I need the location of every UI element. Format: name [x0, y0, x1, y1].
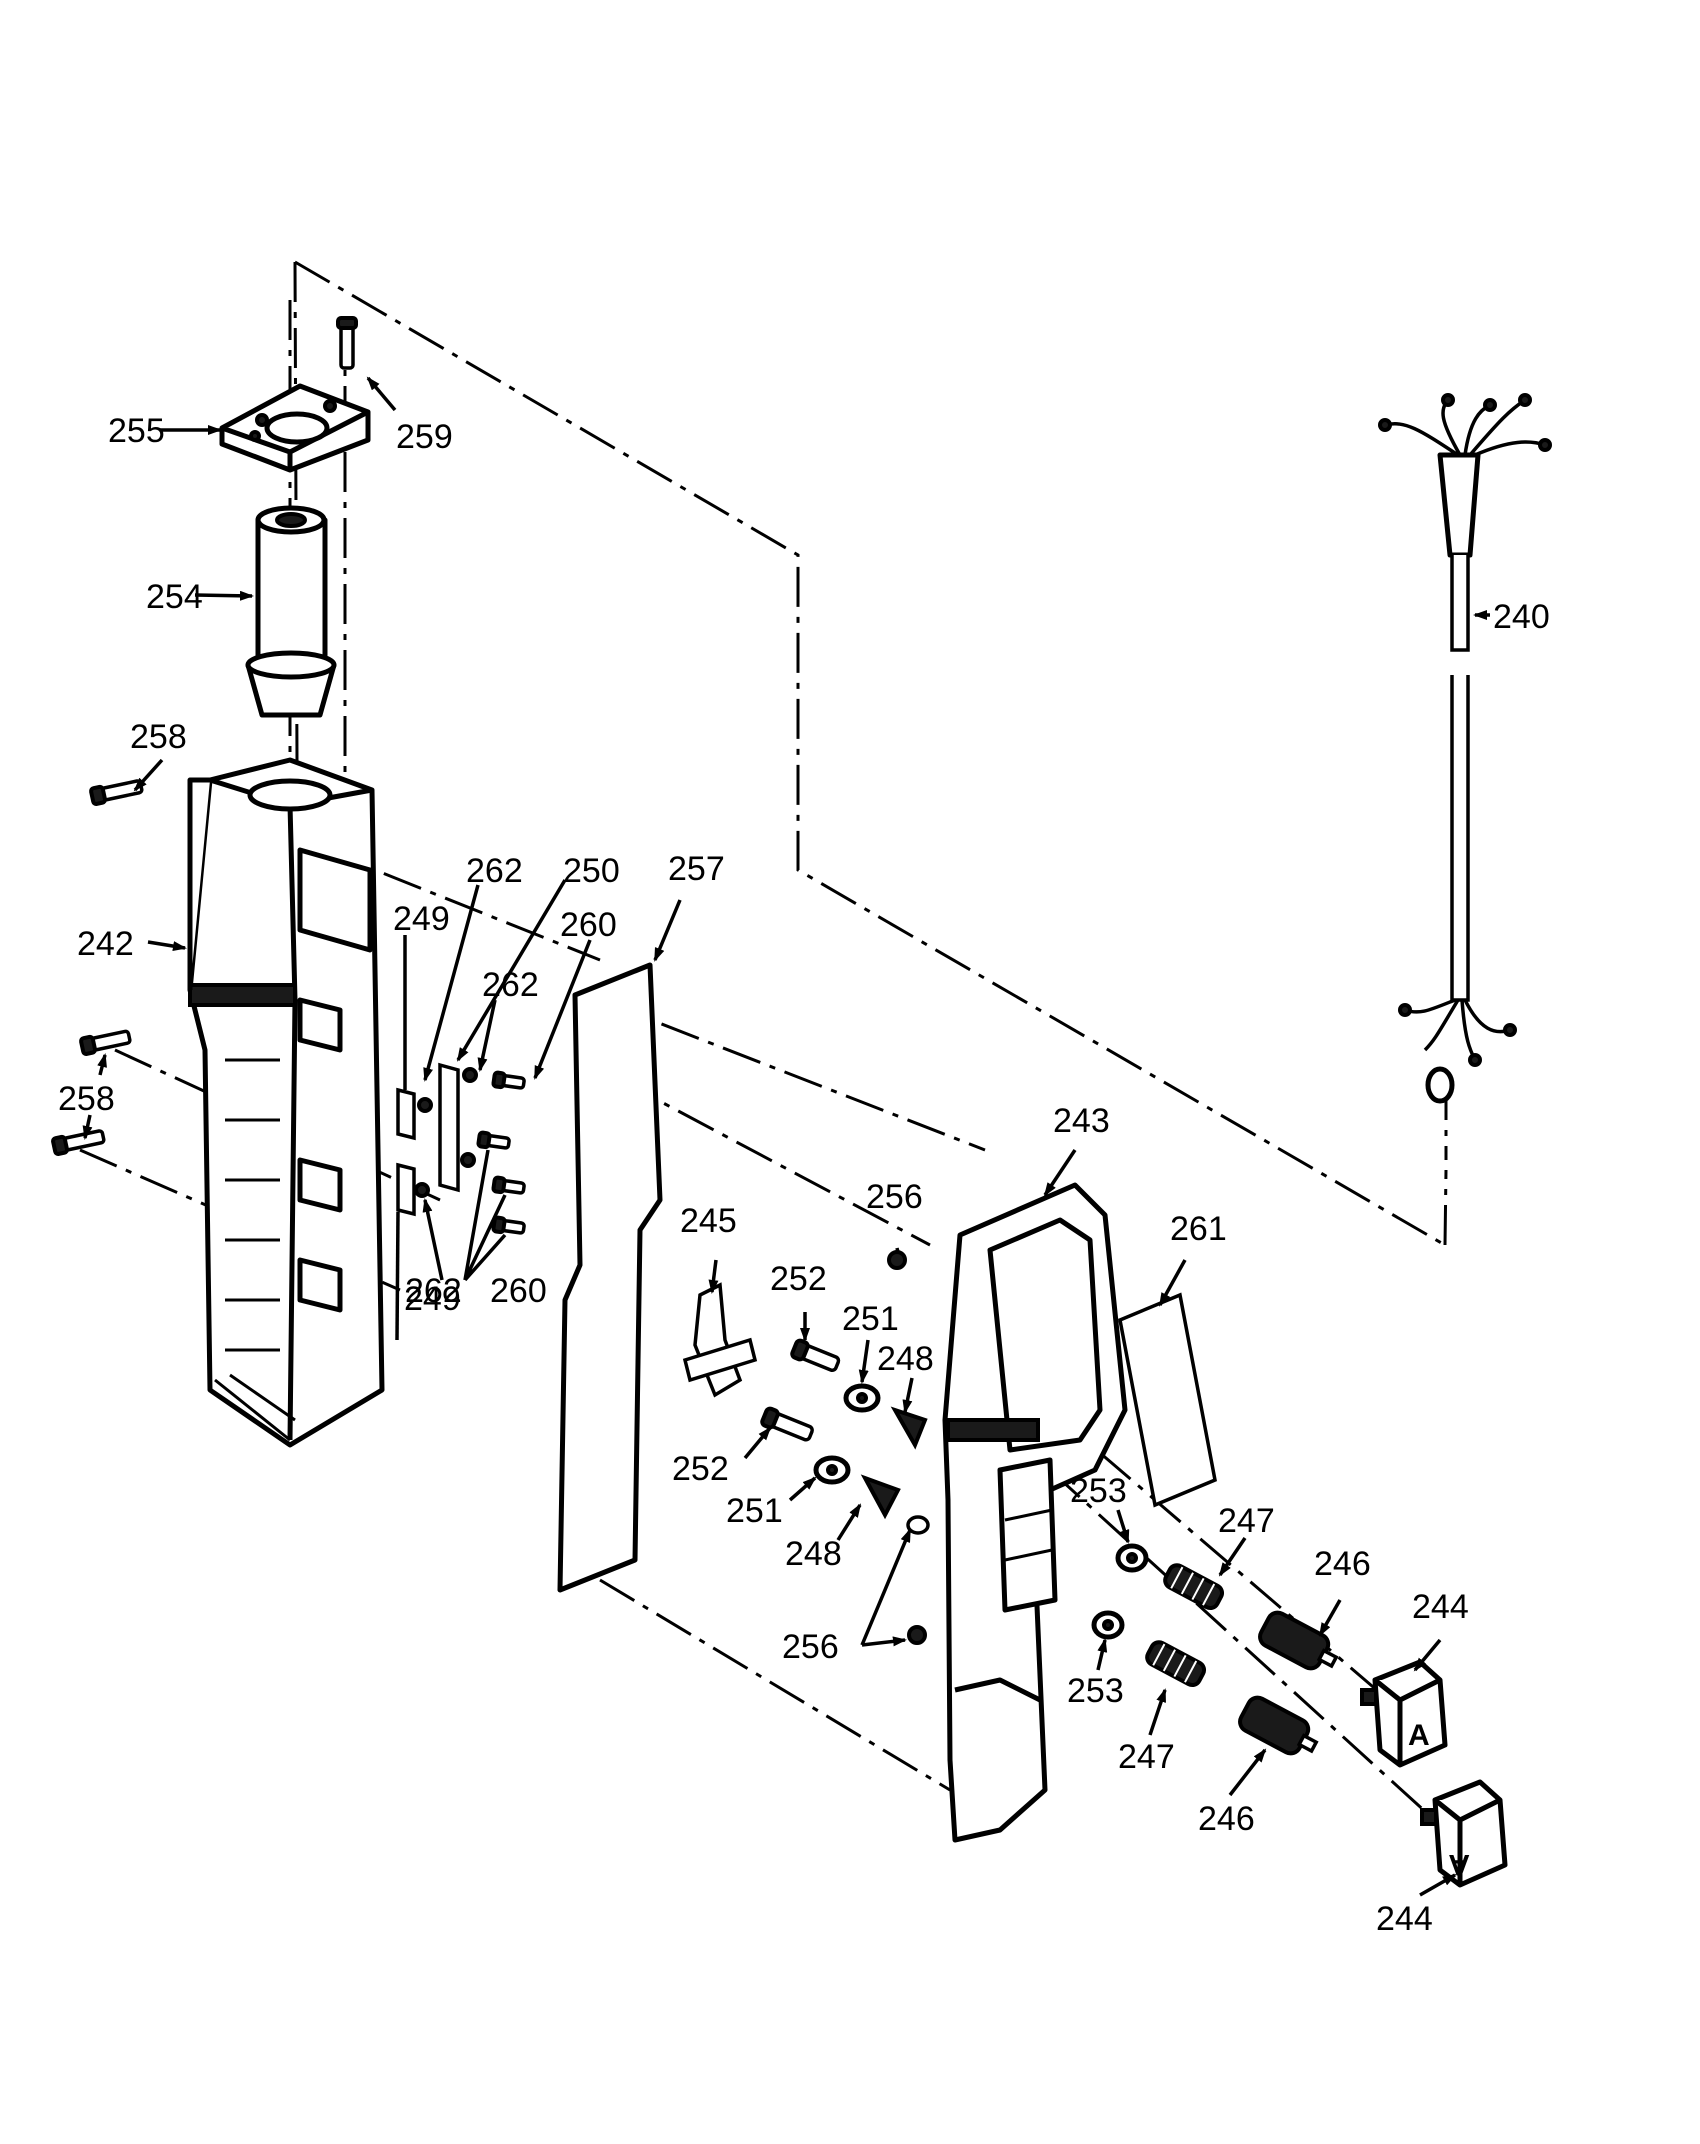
part-242-rear-housing	[187, 757, 385, 1448]
callout-254: 254	[146, 578, 203, 616]
callout-256a: 256	[866, 1178, 923, 1216]
callout-246a: 246	[1314, 1545, 1371, 1583]
part-255-flange	[219, 383, 371, 473]
callout-243: 243	[1053, 1102, 1110, 1140]
callout-244b: 244	[1376, 1900, 1433, 1938]
callout-258a: 258	[130, 718, 187, 756]
callout-252b: 252	[672, 1450, 729, 1488]
callout-256b: 256	[782, 1628, 839, 1666]
callout-248a: 248	[877, 1340, 934, 1378]
part-254-grommet	[245, 505, 337, 718]
part-253-washers	[1091, 1543, 1149, 1640]
callout-262c: 262	[405, 1272, 462, 1310]
part-244-up-button: A	[1360, 1659, 1448, 1768]
callout-262a: 262	[466, 852, 523, 890]
callout-250: 250	[563, 852, 620, 890]
part-256-nuts	[887, 1250, 930, 1645]
part-246-plungers	[1238, 1610, 1339, 1756]
part-244-down-button: A	[1420, 1779, 1508, 1888]
part-247-springs	[1145, 1563, 1225, 1688]
callout-253a: 253	[1070, 1472, 1127, 1510]
callout-248b: 248	[785, 1535, 842, 1573]
down-button-letter: A	[1448, 1848, 1470, 1881]
part-249-250-262-260-contacts	[396, 1062, 526, 1235]
callout-260a: 260	[560, 906, 617, 944]
callout-242: 242	[77, 925, 134, 963]
callout-244a: 244	[1412, 1588, 1469, 1626]
callout-260b: 260	[490, 1272, 547, 1310]
callout-251a: 251	[842, 1300, 899, 1338]
callout-240: 240	[1493, 598, 1550, 636]
callout-261: 261	[1170, 1210, 1227, 1248]
callout-246b: 246	[1198, 1800, 1255, 1838]
part-245-clip	[682, 1282, 758, 1398]
callout-255: 255	[108, 412, 165, 450]
part-240-cable	[1378, 393, 1552, 1104]
callout-249b: 249	[404, 1280, 461, 1318]
leader-lines	[82, 376, 1490, 1897]
callout-253b: 253	[1067, 1672, 1124, 1710]
callout-247a: 247	[1218, 1502, 1275, 1540]
callout-245: 245	[680, 1202, 737, 1240]
callout-247b: 247	[1118, 1738, 1175, 1776]
callout-251b: 251	[726, 1492, 783, 1530]
part-257-gasket	[557, 962, 663, 1593]
part-243-front-housing	[942, 1182, 1128, 1843]
up-button-letter: A	[1408, 1719, 1430, 1752]
callout-259: 259	[396, 418, 453, 456]
part-252-251-248-upper	[790, 1338, 928, 1450]
part-258-screws	[51, 779, 144, 1156]
callout-258b: 258	[58, 1080, 115, 1118]
callout-249a: 249	[393, 900, 450, 938]
part-252-251-248-lower	[760, 1406, 901, 1520]
callout-252a: 252	[770, 1260, 827, 1298]
callouts: 255 259 254 258 242 258 240 249 262 250 …	[58, 412, 1550, 1938]
callout-262b: 262	[482, 966, 539, 1004]
callout-257: 257	[668, 850, 725, 888]
part-259-screw	[336, 316, 358, 370]
part-261-label	[1118, 1292, 1217, 1508]
